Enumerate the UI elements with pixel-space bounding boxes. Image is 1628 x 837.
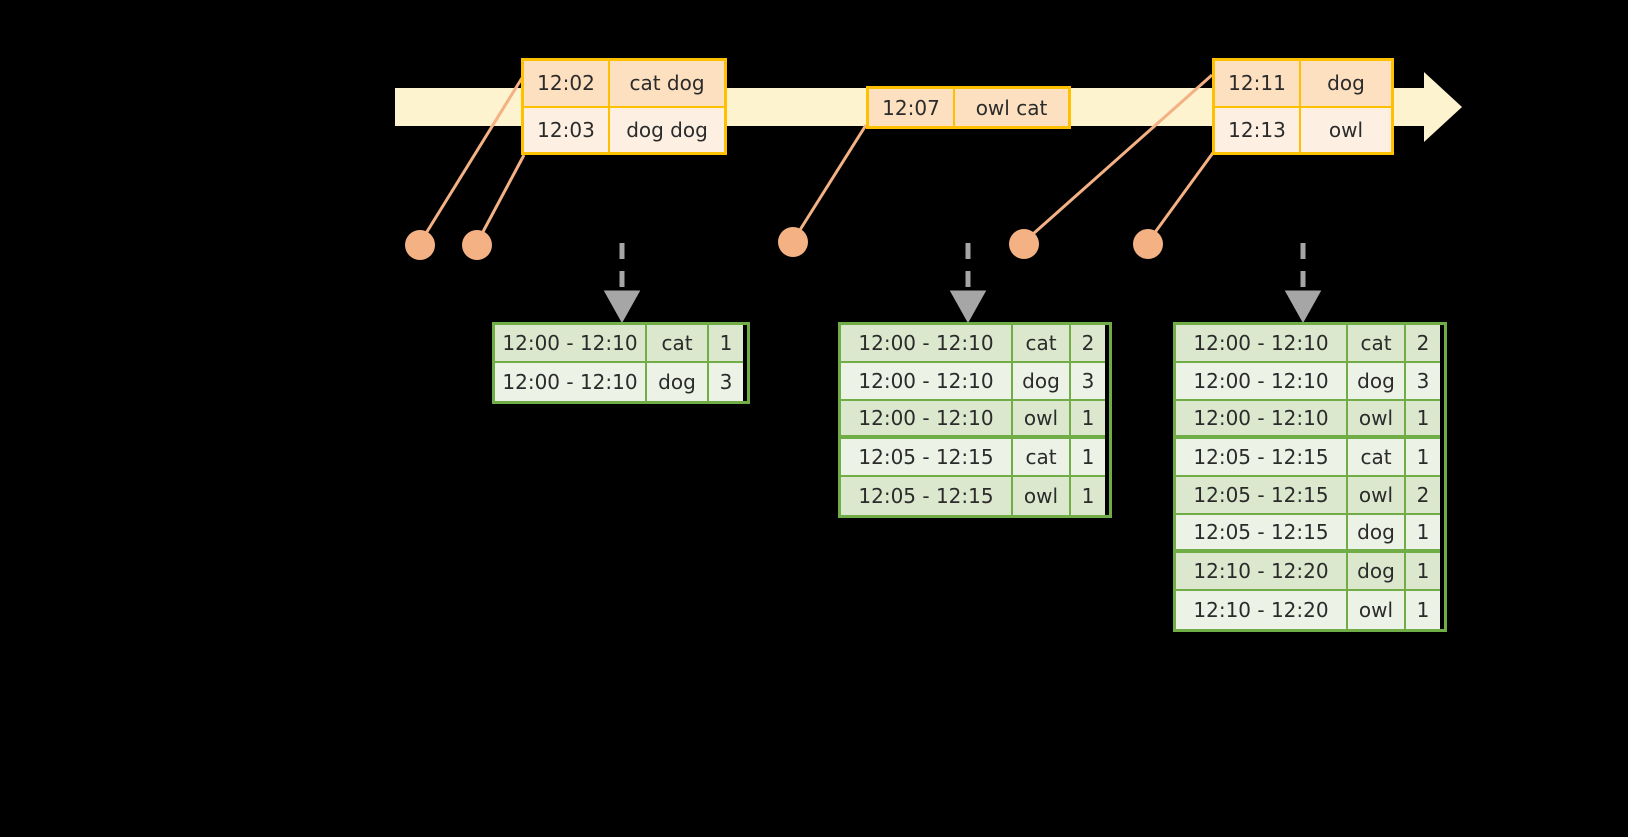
- cell-key: dog: [647, 363, 709, 401]
- cell-count: 1: [1406, 553, 1440, 591]
- cell-window: 12:05 - 12:15: [841, 439, 1013, 477]
- cell-key: dog: [1348, 515, 1406, 553]
- event-payload: owl: [1301, 107, 1391, 152]
- cell-window: 12:00 - 12:10: [1176, 325, 1348, 363]
- cell-key: cat: [1348, 325, 1406, 363]
- cell-count: 3: [1406, 363, 1440, 401]
- cell-key: owl: [1348, 401, 1406, 439]
- cell-key: owl: [1013, 477, 1071, 515]
- cell-key: cat: [647, 325, 709, 363]
- cell-count: 1: [1071, 439, 1105, 477]
- cell-count: 3: [709, 363, 743, 401]
- event-time: 12:13: [1215, 107, 1301, 152]
- cell-count: 1: [709, 325, 743, 363]
- dashed-arrow-head-1: [603, 290, 641, 324]
- connector-line-3: [791, 124, 868, 242]
- cell-window: 12:00 - 12:10: [1176, 401, 1348, 439]
- connector-line-1: [418, 77, 524, 244]
- cell-window: 12:05 - 12:15: [1176, 515, 1348, 553]
- event-dot-4: [1009, 229, 1039, 259]
- cell-count: 2: [1071, 325, 1105, 363]
- cell-count: 1: [1071, 401, 1105, 439]
- cell-window: 12:10 - 12:20: [1176, 553, 1348, 591]
- event-row[interactable]: 12:07 owl cat: [869, 89, 1068, 126]
- event-group-2[interactable]: 12:07 owl cat: [866, 86, 1071, 129]
- event-payload: dog dog: [610, 107, 724, 152]
- cell-key: owl: [1348, 477, 1406, 515]
- event-dot-2: [462, 230, 492, 260]
- event-payload: dog: [1301, 61, 1391, 106]
- cell-count: 1: [1406, 591, 1440, 629]
- cell-count: 2: [1406, 325, 1440, 363]
- cell-count: 2: [1406, 477, 1440, 515]
- cell-key: cat: [1013, 325, 1071, 363]
- cell-count: 1: [1406, 401, 1440, 439]
- event-group-3[interactable]: 12:11 dog 12:13 owl: [1212, 58, 1394, 155]
- event-time: 12:11: [1215, 61, 1301, 106]
- cell-count: 1: [1406, 439, 1440, 477]
- event-dots: [405, 227, 1163, 260]
- cell-count: 3: [1071, 363, 1105, 401]
- cell-count: 1: [1406, 515, 1440, 553]
- event-payload: owl cat: [955, 89, 1068, 126]
- cell-window: 12:05 - 12:15: [1176, 439, 1348, 477]
- dashed-arrow-head-2: [949, 290, 987, 324]
- cell-key: dog: [1348, 553, 1406, 591]
- event-row[interactable]: 12:11 dog: [1215, 61, 1391, 106]
- cell-key: cat: [1013, 439, 1071, 477]
- cell-key: dog: [1348, 363, 1406, 401]
- cell-key: cat: [1348, 439, 1406, 477]
- cell-key: owl: [1348, 591, 1406, 629]
- event-time: 12:03: [524, 107, 610, 152]
- cell-count: 1: [1071, 477, 1105, 515]
- dashed-arrows: [603, 243, 1322, 324]
- cell-window: 12:10 - 12:20: [1176, 591, 1348, 629]
- cell-window: 12:00 - 12:10: [495, 363, 647, 401]
- cell-window: 12:00 - 12:10: [841, 325, 1013, 363]
- event-row[interactable]: 12:02 cat dog: [524, 61, 724, 106]
- event-time: 12:02: [524, 61, 610, 106]
- connector-line-5: [1146, 149, 1217, 243]
- connector-line-2: [475, 154, 526, 244]
- event-time: 12:07: [869, 89, 955, 126]
- cell-key: owl: [1013, 401, 1071, 439]
- event-dot-5: [1133, 229, 1163, 259]
- event-dot-3: [778, 227, 808, 257]
- timeline-arrowhead: [1424, 72, 1462, 142]
- cell-window: 12:00 - 12:10: [495, 325, 647, 363]
- cell-window: 12:00 - 12:10: [1176, 363, 1348, 401]
- event-row[interactable]: 12:03 dog dog: [524, 105, 724, 152]
- event-group-1[interactable]: 12:02 cat dog 12:03 dog dog: [521, 58, 727, 155]
- dashed-arrow-head-3: [1284, 290, 1322, 324]
- cell-window: 12:05 - 12:15: [841, 477, 1013, 515]
- event-row[interactable]: 12:13 owl: [1215, 105, 1391, 152]
- cell-window: 12:00 - 12:10: [841, 363, 1013, 401]
- cell-window: 12:00 - 12:10: [841, 401, 1013, 439]
- cell-window: 12:05 - 12:15: [1176, 477, 1348, 515]
- event-dot-1: [405, 230, 435, 260]
- event-payload: cat dog: [610, 61, 724, 106]
- cell-key: dog: [1013, 363, 1071, 401]
